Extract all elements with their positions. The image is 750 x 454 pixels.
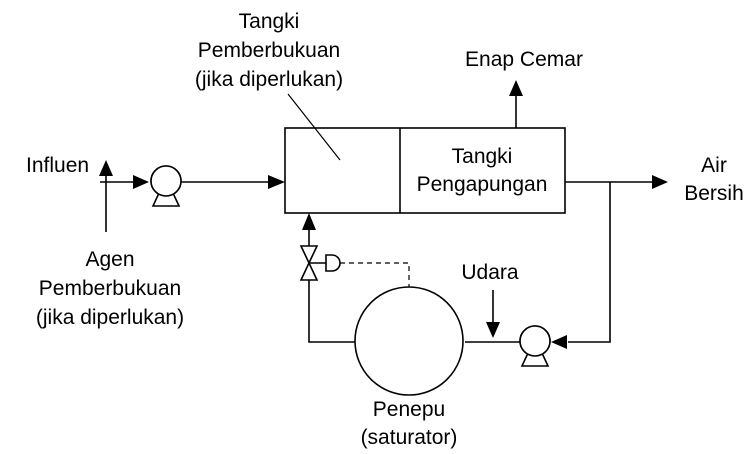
foam-tank-leader-line bbox=[287, 93, 341, 161]
recycle-pipe bbox=[568, 182, 611, 343]
sludge-arrow-icon bbox=[509, 80, 523, 96]
recycle-inlet-arrow-icon bbox=[302, 213, 316, 230]
valve-body-lower bbox=[299, 261, 319, 281]
saturator-label-line-1: Penepu bbox=[373, 398, 445, 421]
valve-body-upper bbox=[299, 245, 319, 265]
tank-inlet-arrow-icon bbox=[268, 175, 285, 189]
control-valve bbox=[299, 213, 410, 287]
recycle-loop bbox=[465, 182, 611, 367]
foaming-agent-label-line-2: Pemberbukuan bbox=[39, 277, 181, 300]
foaming-agent-label-line-3: (jika diperlukan) bbox=[36, 306, 184, 329]
clean-water-arrow-icon bbox=[652, 175, 668, 189]
tank-outline bbox=[284, 127, 566, 214]
sludge-outlet: Enap Cemar bbox=[465, 48, 583, 128]
tank-block bbox=[284, 127, 566, 214]
flotation-tank-label-line-2: Pengapungan bbox=[417, 173, 548, 196]
foam-tank-label-line-2: Pemberbukuan bbox=[198, 39, 340, 62]
clean-water-label-line-1: Air bbox=[701, 154, 727, 177]
influent-line: Influen bbox=[26, 154, 285, 207]
foam-tank-label-line-3: (jika diperlukan) bbox=[195, 68, 343, 91]
air-label: Udara bbox=[461, 261, 519, 284]
foaming-agent-arrow-icon bbox=[99, 160, 113, 176]
saturator-label-line-2: (saturator) bbox=[361, 426, 458, 449]
air-injection: Udara bbox=[461, 261, 519, 338]
flotation-tank-label: Tangki Pengapungan bbox=[417, 145, 548, 196]
foaming-agent-feed: Agen Pemberbukuan (jika diperlukan) bbox=[36, 160, 184, 329]
recycle-arrow-icon bbox=[551, 335, 567, 349]
valve-actuator-icon bbox=[325, 254, 341, 272]
sludge-label: Enap Cemar bbox=[465, 48, 583, 71]
influent-label: Influen bbox=[26, 154, 89, 177]
foam-tank-label-line-1: Tangki bbox=[239, 10, 300, 33]
flotation-tank-label-line-1: Tangki bbox=[452, 145, 513, 168]
clean-water-outlet: Air Bersih bbox=[565, 154, 744, 205]
saturator: Penepu (saturator) bbox=[308, 276, 464, 449]
influent-arrow-icon bbox=[133, 175, 149, 189]
clean-water-label-line-2: Bersih bbox=[684, 182, 744, 205]
saturator-vessel bbox=[354, 286, 464, 396]
influent-pump-icon bbox=[150, 165, 182, 207]
recycle-pump-icon bbox=[519, 325, 551, 367]
foaming-agent-label-line-1: Agen bbox=[85, 248, 134, 271]
air-arrow-icon bbox=[486, 322, 500, 338]
control-signal-line bbox=[340, 262, 410, 287]
saturator-return-pipe bbox=[308, 276, 355, 343]
foam-tank-label: Tangki Pemberbukuan (jika diperlukan) bbox=[195, 10, 343, 161]
